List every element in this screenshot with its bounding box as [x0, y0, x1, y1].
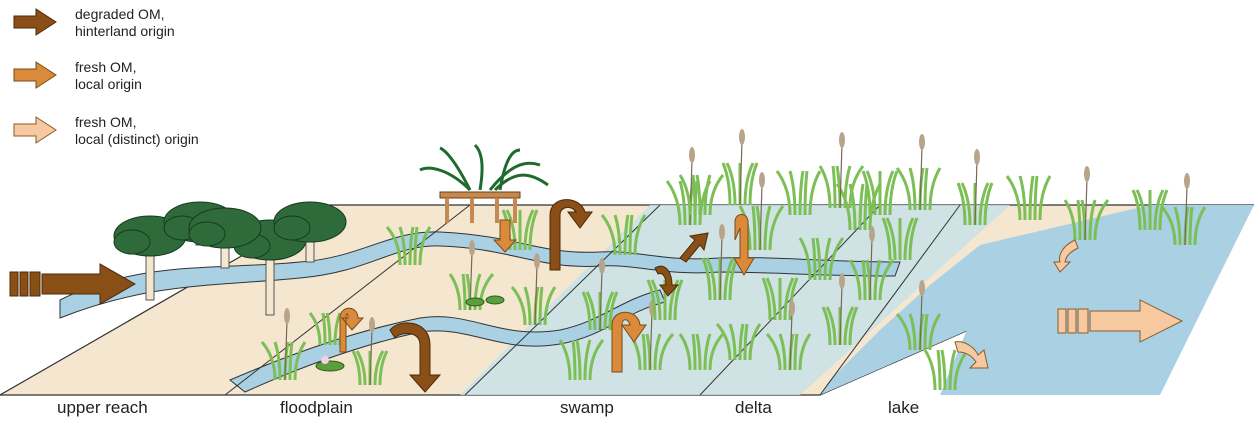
- legend-label-degraded: degraded OM, hinterland origin: [75, 6, 175, 40]
- reed-clump: [820, 132, 863, 208]
- legend-label-distinct: fresh OM, local (distinct) origin: [75, 114, 199, 148]
- reed-clump: [723, 129, 757, 205]
- zone-label-floodplain: floodplain: [280, 398, 353, 418]
- legend-arrow-distinct: [14, 117, 56, 143]
- legend-arrow-degraded: [14, 9, 56, 35]
- zone-label-upper-reach: upper reach: [57, 398, 148, 418]
- zone-label-swamp: swamp: [560, 398, 614, 418]
- legend-arrows: [14, 9, 56, 143]
- legend-label-fresh: fresh OM, local origin: [75, 59, 142, 93]
- zone-label-delta: delta: [735, 398, 772, 418]
- reed-clump: [897, 134, 940, 210]
- legend-arrow-fresh: [14, 62, 56, 88]
- zone-label-lake: lake: [888, 398, 919, 418]
